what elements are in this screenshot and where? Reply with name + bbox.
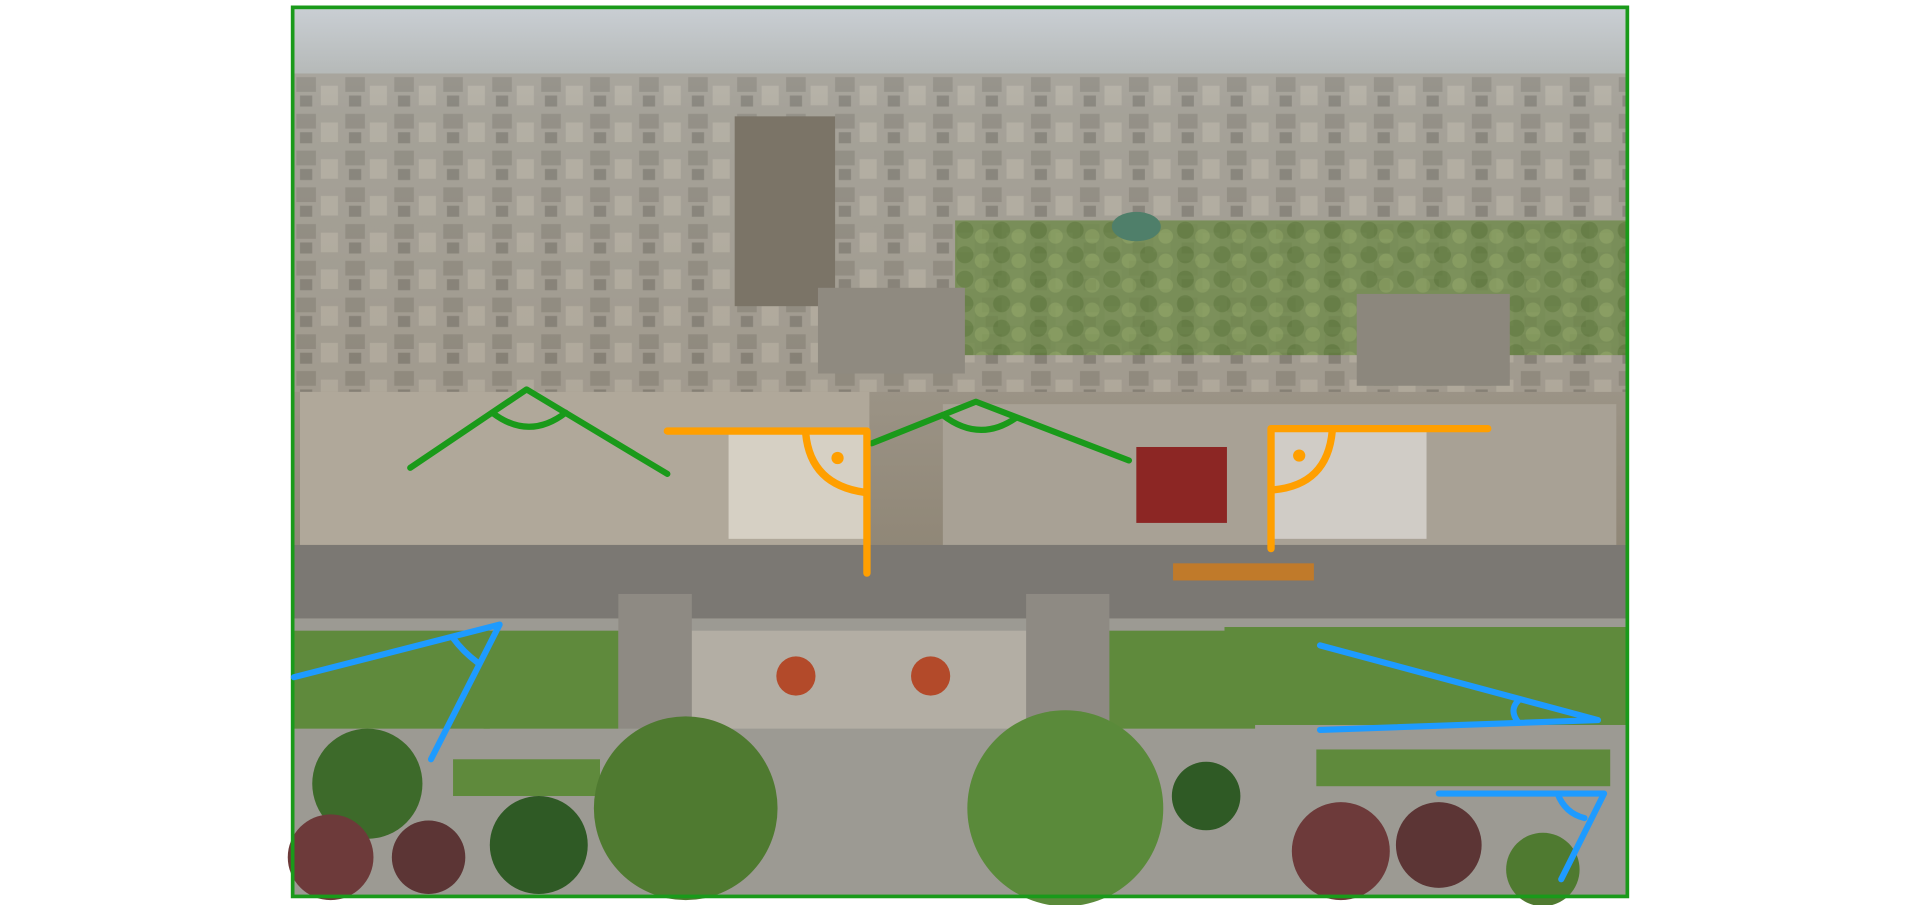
flower-bed <box>776 656 816 696</box>
billboard <box>1136 446 1227 523</box>
angle-arc-green-1 <box>489 409 569 430</box>
angle-arc-blue-2 <box>1510 697 1522 726</box>
green-dome <box>1111 211 1161 242</box>
plaza <box>679 630 1035 729</box>
angle-blue-1 <box>290 621 503 763</box>
angle-orange-2 <box>1267 424 1492 553</box>
angle-arc-blue-3 <box>1554 790 1588 822</box>
orange-right-angles <box>663 424 1492 577</box>
flower-bed <box>911 656 951 696</box>
blue-acute-angles <box>290 621 1608 883</box>
angle-arc-blue-1 <box>450 634 481 666</box>
angle-green-1 <box>407 386 671 477</box>
photo-frame <box>290 5 1630 899</box>
right-angle-dot <box>1293 449 1306 462</box>
angle-blue-2 <box>1316 642 1602 733</box>
right-angle-dot <box>831 451 844 465</box>
green-obtuse-angles <box>407 386 1133 477</box>
angle-green-2 <box>868 398 1133 464</box>
photo <box>287 8 1627 905</box>
angle-arc-orange-1 <box>802 429 869 496</box>
tall-tower <box>734 116 836 307</box>
angle-arc-orange-2 <box>1269 427 1336 494</box>
angle-arc-green-2 <box>939 412 1020 433</box>
angle-blue-3 <box>1435 790 1608 883</box>
angle-orange-1 <box>663 427 871 577</box>
street <box>293 544 1627 619</box>
tram <box>1173 563 1314 581</box>
